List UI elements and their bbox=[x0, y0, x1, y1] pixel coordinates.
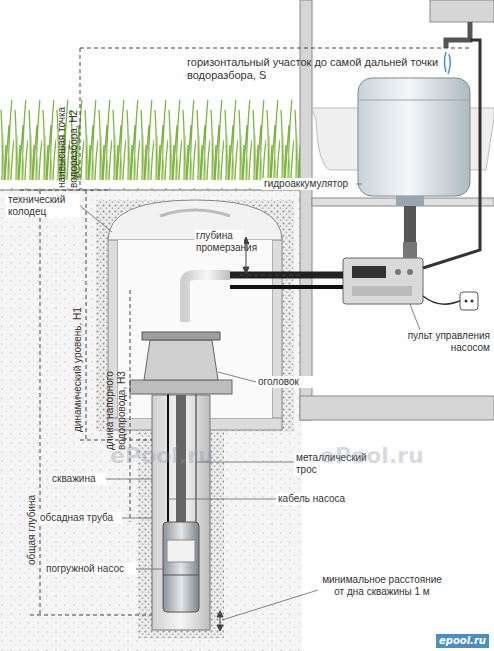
dim-line bbox=[30, 615, 152, 616]
upper-wall bbox=[430, 0, 494, 22]
supply-pipe bbox=[423, 40, 480, 268]
casing bbox=[152, 395, 210, 630]
part-label: погружной насос bbox=[44, 563, 136, 575]
dimension-label: динамический уровень, H1 bbox=[72, 282, 84, 432]
socket-hole bbox=[465, 300, 468, 303]
dim-arrows bbox=[217, 237, 249, 631]
leader bbox=[222, 590, 318, 620]
box-plate bbox=[352, 286, 412, 296]
tank-pipe bbox=[404, 206, 416, 242]
head-body bbox=[144, 340, 218, 380]
box-fitting bbox=[403, 242, 417, 258]
part-label: гидроаккумулятор bbox=[262, 178, 356, 190]
leader bbox=[218, 372, 256, 382]
dimension-label: глубина промерзания bbox=[194, 230, 244, 254]
dimension-label: горизонтальный участок до самой дальней … bbox=[185, 56, 457, 82]
part-label: обсадная труба bbox=[38, 512, 122, 524]
leader bbox=[134, 569, 164, 570]
dim-line bbox=[86, 190, 87, 440]
leader bbox=[120, 518, 152, 519]
leader bbox=[356, 184, 362, 185]
ground-line bbox=[0, 189, 302, 191]
part-label: скважина bbox=[50, 473, 106, 485]
leader bbox=[410, 304, 420, 330]
elbow bbox=[185, 275, 230, 322]
floor-slab bbox=[300, 396, 494, 420]
leader bbox=[104, 479, 152, 480]
logo-watermark: epool.ru bbox=[436, 634, 489, 648]
tank-seam bbox=[358, 100, 470, 101]
watermark: ePool.ru bbox=[318, 443, 426, 469]
socket-hole bbox=[471, 300, 474, 303]
button bbox=[395, 269, 401, 275]
faucet bbox=[446, 22, 470, 48]
part-label: кабель насоса bbox=[276, 493, 356, 505]
water-stream bbox=[445, 52, 451, 74]
dim-line bbox=[80, 48, 81, 190]
head-flange bbox=[130, 380, 232, 394]
pump-seam bbox=[163, 575, 199, 576]
leader bbox=[78, 204, 112, 232]
display bbox=[352, 266, 386, 278]
head-cap bbox=[142, 332, 220, 340]
soil bbox=[0, 190, 302, 651]
pump-plate bbox=[167, 540, 195, 562]
dim-line bbox=[80, 48, 470, 49]
dimension-label: общая глубина bbox=[26, 445, 38, 565]
submersible-pump bbox=[163, 522, 199, 612]
lid-handle bbox=[160, 210, 230, 216]
socket bbox=[460, 292, 478, 310]
dim-line bbox=[40, 190, 41, 615]
dimension-label: длина напорного водопровода, H3 bbox=[104, 330, 128, 450]
button bbox=[407, 269, 413, 275]
tank-base bbox=[396, 196, 424, 206]
pump-cable-out bbox=[230, 285, 343, 289]
part-label: минимальное расстояние от дна скважины 1… bbox=[318, 574, 446, 598]
power-cord bbox=[423, 296, 462, 304]
leader-lines bbox=[78, 184, 420, 620]
pit-wall bbox=[272, 236, 282, 422]
arrowheads bbox=[217, 611, 223, 631]
dimension-label: наивысшая точка водоразбора, H2 bbox=[56, 92, 80, 188]
tank bbox=[358, 78, 470, 196]
grass bbox=[0, 100, 302, 190]
part-label: пульт управления насосом bbox=[396, 330, 492, 354]
dim-line bbox=[130, 290, 131, 522]
part-label: оголовок bbox=[256, 376, 316, 388]
pressure-pipe bbox=[185, 275, 343, 322]
control-box bbox=[343, 258, 423, 304]
part-label: технический колодец bbox=[6, 194, 80, 218]
dim-line bbox=[20, 190, 108, 191]
leader bbox=[168, 499, 276, 500]
watermark: ePool.ru bbox=[108, 443, 216, 469]
dim-line bbox=[240, 275, 300, 276]
